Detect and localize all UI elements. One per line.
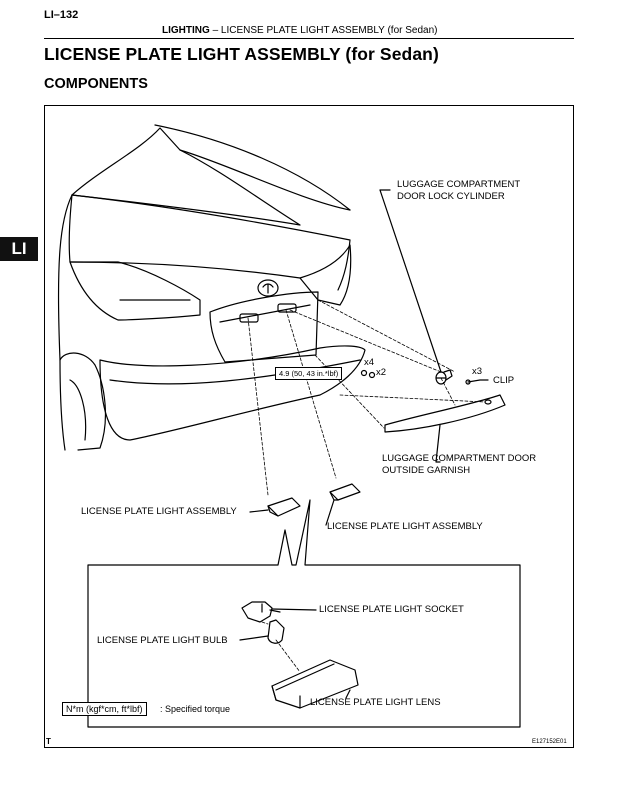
section-subtitle: COMPONENTS [44, 76, 148, 92]
license-plate-recess [209, 291, 319, 363]
header-topic: LICENSE PLATE LIGHT ASSEMBLY (for Sedan) [220, 25, 438, 36]
lamp-assembly-right [329, 483, 361, 501]
running-header: LIGHTING – LICENSE PLATE LIGHT ASSEMBLY … [162, 25, 437, 36]
page-number: LI–132 [44, 9, 79, 21]
header-section: LIGHTING [162, 25, 210, 36]
lamp-assembly-left [267, 497, 301, 517]
car-trunk-top [68, 194, 73, 263]
label-lp-assembly-right: LICENSE PLATE LIGHT ASSEMBLY [327, 521, 483, 532]
figure-frame [44, 105, 574, 748]
label-garnish-1: LUGGAGE COMPARTMENT DOOR [382, 453, 537, 464]
torque-value: 4.9 (50, 43 in.*lbf) [275, 367, 343, 380]
section-tab: LI [0, 237, 38, 261]
header-rule [44, 38, 574, 39]
label-qty-x3: x3 [472, 366, 483, 377]
header-separator: – [212, 25, 219, 36]
page-title: LICENSE PLATE LIGHT ASSEMBLY (for Sedan) [44, 44, 439, 64]
legend-description: : Specified torque [160, 704, 231, 714]
emblem [257, 279, 279, 297]
car-wheel [59, 352, 107, 451]
label-garnish-2: OUTSIDE GARNISH [382, 465, 471, 476]
outside-garnish [384, 394, 506, 433]
right-taillight [299, 244, 352, 306]
lamp-socket [241, 601, 273, 623]
detail-callout [87, 499, 521, 728]
nut [360, 369, 368, 377]
figure-code: E127152E01 [532, 739, 567, 745]
label-lock-cylinder-1: LUGGAGE COMPARTMENT [397, 179, 521, 190]
label-lp-socket: LICENSE PLATE LIGHT SOCKET [319, 604, 464, 615]
rear-bumper [99, 345, 366, 441]
car-roof-line [154, 124, 351, 211]
car-trunk-edge [69, 261, 301, 279]
left-taillight [69, 261, 201, 321]
legend-unit: N*m (kgf*cm, ft*lbf) [62, 702, 147, 716]
car-trunk-lid [71, 194, 351, 291]
nut [368, 371, 376, 379]
label-lock-cylinder-2: DOOR LOCK CYLINDER [397, 191, 505, 202]
label-lp-lens: LICENSE PLATE LIGHT LENS [310, 697, 441, 708]
label-lp-bulb: LICENSE PLATE LIGHT BULB [97, 635, 228, 646]
lamp-bulb [267, 619, 285, 644]
label-lp-assembly-left: LICENSE PLATE LIGHT ASSEMBLY [81, 506, 237, 517]
car-pillar [179, 149, 351, 211]
label-clip: CLIP [493, 375, 515, 386]
footer-marker: T [46, 737, 51, 746]
car-rear-window [71, 127, 301, 226]
label-qty-x2: x2 [376, 367, 387, 378]
label-qty-x4: x4 [364, 357, 375, 368]
